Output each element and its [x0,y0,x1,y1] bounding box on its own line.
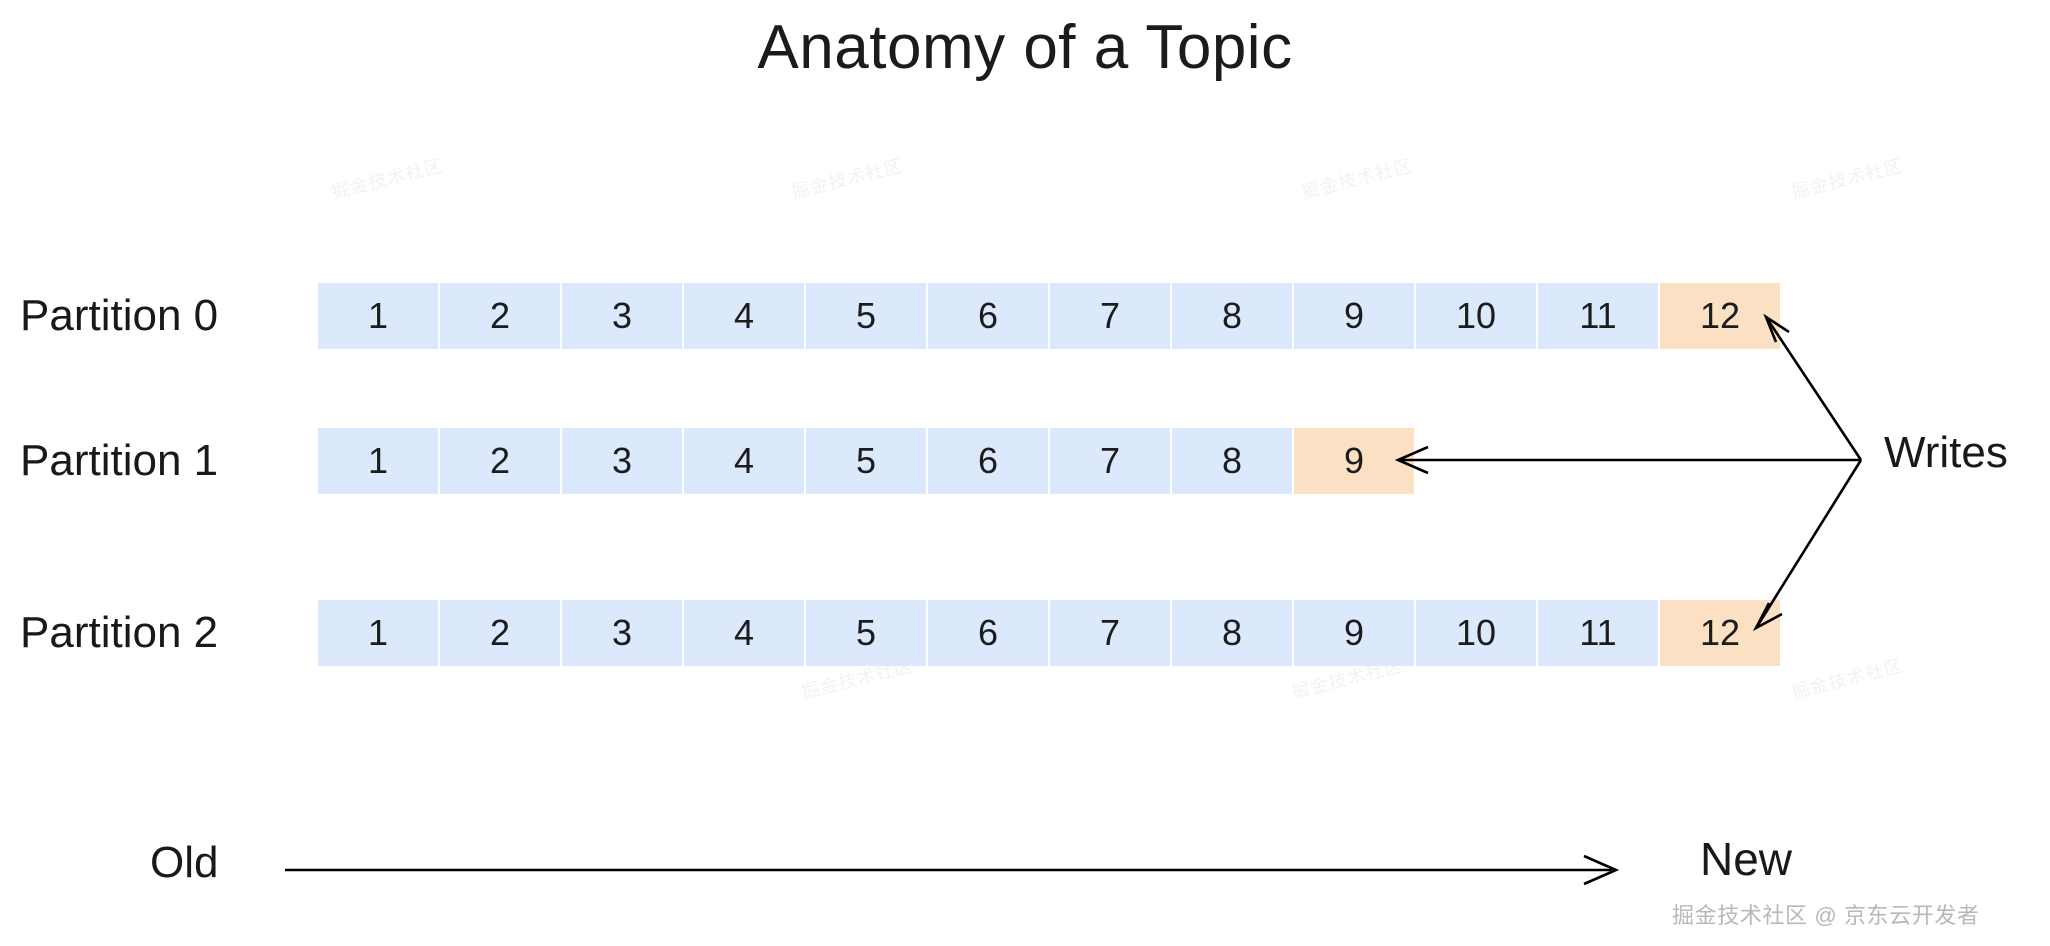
offset-cell[interactable]: 1 [318,428,438,494]
offset-cell[interactable]: 2 [440,283,560,349]
offset-cell[interactable]: 9 [1294,283,1414,349]
partition-cells-2: 1 2 3 4 5 6 7 8 9 10 11 12 [318,600,1780,666]
timeline-label-old: Old [150,838,219,887]
watermark-faint: 掘金技术社区 [789,155,905,203]
offset-cell[interactable]: 10 [1416,600,1536,666]
offset-cell[interactable]: 5 [806,600,926,666]
offset-cell-latest[interactable]: 9 [1294,428,1414,494]
offset-cell[interactable]: 8 [1172,428,1292,494]
watermark-faint: 掘金技术社区 [329,155,445,203]
offset-cell[interactable]: 9 [1294,600,1414,666]
offset-cell[interactable]: 7 [1050,283,1170,349]
watermark-faint: 掘金技术社区 [1789,155,1905,203]
offset-cell[interactable]: 2 [440,600,560,666]
partition-label-2: Partition 2 [20,608,219,657]
writes-label: Writes [1884,428,2008,477]
partition-row-0: Partition 0 1 2 3 4 5 6 7 8 9 10 11 12 [0,283,2050,349]
partition-cells-0: 1 2 3 4 5 6 7 8 9 10 11 12 [318,283,1780,349]
offset-cell[interactable]: 11 [1538,283,1658,349]
offset-cell[interactable]: 7 [1050,600,1170,666]
offset-cell[interactable]: 3 [562,428,682,494]
partition-cells-1: 1 2 3 4 5 6 7 8 9 [318,428,1414,494]
partition-label-0: Partition 0 [20,291,219,340]
offset-cell[interactable]: 3 [562,600,682,666]
offset-cell[interactable]: 6 [928,600,1048,666]
watermark-credit: 掘金技术社区 @ 京东云开发者 [1672,903,1980,928]
offset-cell[interactable]: 5 [806,428,926,494]
partition-row-2: Partition 2 1 2 3 4 5 6 7 8 9 10 11 12 [0,600,2050,666]
offset-cell[interactable]: 4 [684,283,804,349]
offset-cell[interactable]: 3 [562,283,682,349]
offset-cell[interactable]: 1 [318,600,438,666]
page-title: Anatomy of a Topic [757,13,1293,82]
offset-cell[interactable]: 5 [806,283,926,349]
offset-cell[interactable]: 2 [440,428,560,494]
offset-cell[interactable]: 7 [1050,428,1170,494]
partition-label-1: Partition 1 [20,436,219,485]
offset-cell[interactable]: 6 [928,283,1048,349]
offset-cell-latest[interactable]: 12 [1660,600,1780,666]
offset-cell[interactable]: 6 [928,428,1048,494]
partition-row-1: Partition 1 1 2 3 4 5 6 7 8 9 [0,428,2050,494]
offset-cell-latest[interactable]: 12 [1660,283,1780,349]
offset-cell[interactable]: 4 [684,600,804,666]
offset-cell[interactable]: 11 [1538,600,1658,666]
offset-cell[interactable]: 10 [1416,283,1536,349]
watermark-faint: 掘金技术社区 [1299,155,1415,203]
offset-cell[interactable]: 8 [1172,600,1292,666]
offset-cell[interactable]: 4 [684,428,804,494]
timeline-label-new: New [1700,833,1793,885]
timeline-arrow [285,854,1620,886]
offset-cell[interactable]: 8 [1172,283,1292,349]
offset-cell[interactable]: 1 [318,283,438,349]
